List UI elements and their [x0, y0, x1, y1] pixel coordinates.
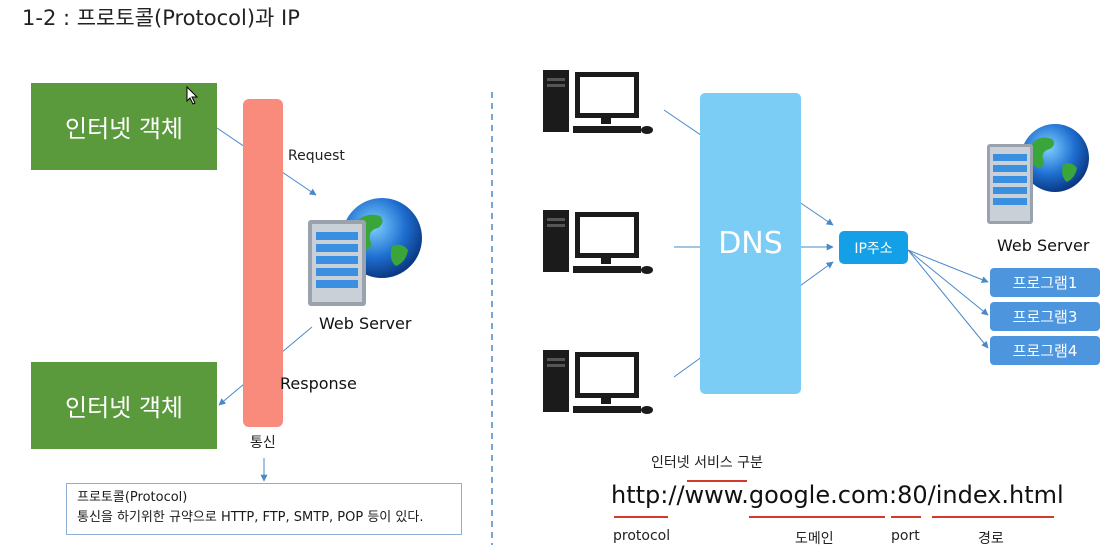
cursor-move-icon — [185, 85, 201, 106]
internet-object-top: 인터넷 객체 — [31, 83, 217, 170]
program-box-4: 프로그램4 — [990, 336, 1100, 365]
protocol-note-title: 프로토콜(Protocol) — [77, 490, 188, 505]
url-port: 80 — [897, 481, 928, 509]
service-caption: 인터넷 서비스 구분 — [651, 455, 763, 471]
url-www: www. — [684, 481, 749, 509]
url-separator: :// — [660, 481, 685, 509]
prog4-arrow — [907, 249, 989, 349]
web-server-icon — [306, 198, 424, 310]
path-underline — [932, 516, 1054, 518]
url-colon: : — [889, 481, 898, 509]
domain-label: 도메인 — [795, 531, 834, 547]
program-box-3: 프로그램3 — [990, 302, 1100, 331]
url-text: http://www.google.com:80/index.html — [611, 481, 1064, 509]
service-underline — [687, 480, 747, 482]
web-server-icon — [985, 122, 1089, 228]
path-label: 경로 — [978, 531, 1004, 547]
computer-icon — [543, 210, 655, 276]
prog3-arrow — [907, 249, 989, 316]
protocol-note: 프로토콜(Protocol) 통신을 하기위한 규약으로 HTTP, FTP, … — [66, 483, 462, 535]
computer-icon — [543, 70, 655, 136]
domain-underline — [749, 516, 885, 518]
program-box-1: 프로그램1 — [990, 268, 1100, 297]
port-label: port — [891, 528, 920, 544]
internet-object-bottom: 인터넷 객체 — [31, 362, 217, 449]
protocol-note-body: 통신을 하기위한 규약으로 HTTP, FTP, SMTP, POP 등이 있다… — [77, 510, 424, 525]
protocol-underline — [614, 516, 668, 518]
computer-icon — [543, 350, 655, 416]
communication-bar — [243, 99, 283, 427]
ip-address-box: IP주소 — [839, 231, 908, 264]
url-path: /index.html — [927, 481, 1064, 509]
channel-label: 통신 — [250, 435, 276, 451]
request-label: Request — [288, 148, 345, 164]
url-protocol: http — [611, 481, 661, 509]
url-domain: google.com — [748, 481, 889, 509]
web-server-label-right: Web Server — [997, 236, 1090, 255]
prog1-arrow — [907, 249, 989, 283]
web-server-label: Web Server — [319, 314, 412, 333]
page-title: 1-2 : 프로토콜(Protocol)과 IP — [22, 6, 300, 30]
protocol-label: protocol — [613, 528, 671, 544]
response-label: Response — [280, 374, 357, 393]
dns-bar: DNS — [700, 93, 801, 394]
port-underline — [891, 516, 921, 518]
